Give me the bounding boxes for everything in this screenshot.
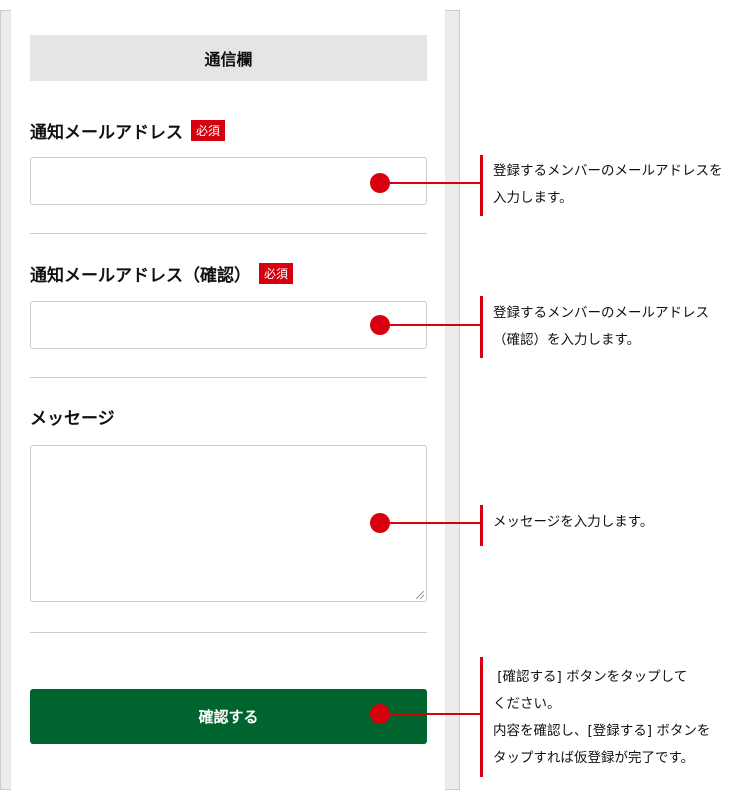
annotation-confirm: [確認する] ボタンをタップして ください。 内容を確認し、[登録する] ボタン… [493,669,711,766]
callout-bar [480,296,483,358]
email-label-text: 通知メールアドレス [30,122,183,143]
email-confirm-label-text: 通知メールアドレス（確認） [30,265,251,286]
email-label: 通知メールアドレス 必須 [30,118,226,143]
form-panel [11,10,445,790]
callout-line [380,324,481,326]
annotation-message: メッセージを入力します。 [493,514,654,530]
message-textarea[interactable] [30,445,427,602]
divider [30,377,427,378]
resize-grip-icon[interactable] [416,591,424,599]
required-badge: 必須 [191,119,226,141]
callout-bar [480,155,483,216]
callout-line [380,522,481,524]
email-confirm-label: 通知メールアドレス（確認） 必須 [30,261,294,286]
annotation-email: 登録するメンバーのメールアドレスを 入力します。 [493,163,723,206]
message-label-text: メッセージ [30,408,115,429]
callout-line [380,182,481,184]
message-label: メッセージ [30,404,115,429]
confirm-button[interactable]: 確認する [30,689,427,744]
required-badge: 必須 [259,262,294,284]
divider [30,632,427,633]
callout-bar [480,505,483,546]
section-title: 通信欄 [30,35,427,81]
callout-line [380,713,481,715]
email-input[interactable] [30,157,427,205]
email-confirm-input[interactable] [30,301,427,349]
divider [30,233,427,234]
callout-bar [480,657,483,777]
annotation-email-confirm: 登録するメンバーのメールアドレス （確認）を入力します。 [493,305,709,348]
